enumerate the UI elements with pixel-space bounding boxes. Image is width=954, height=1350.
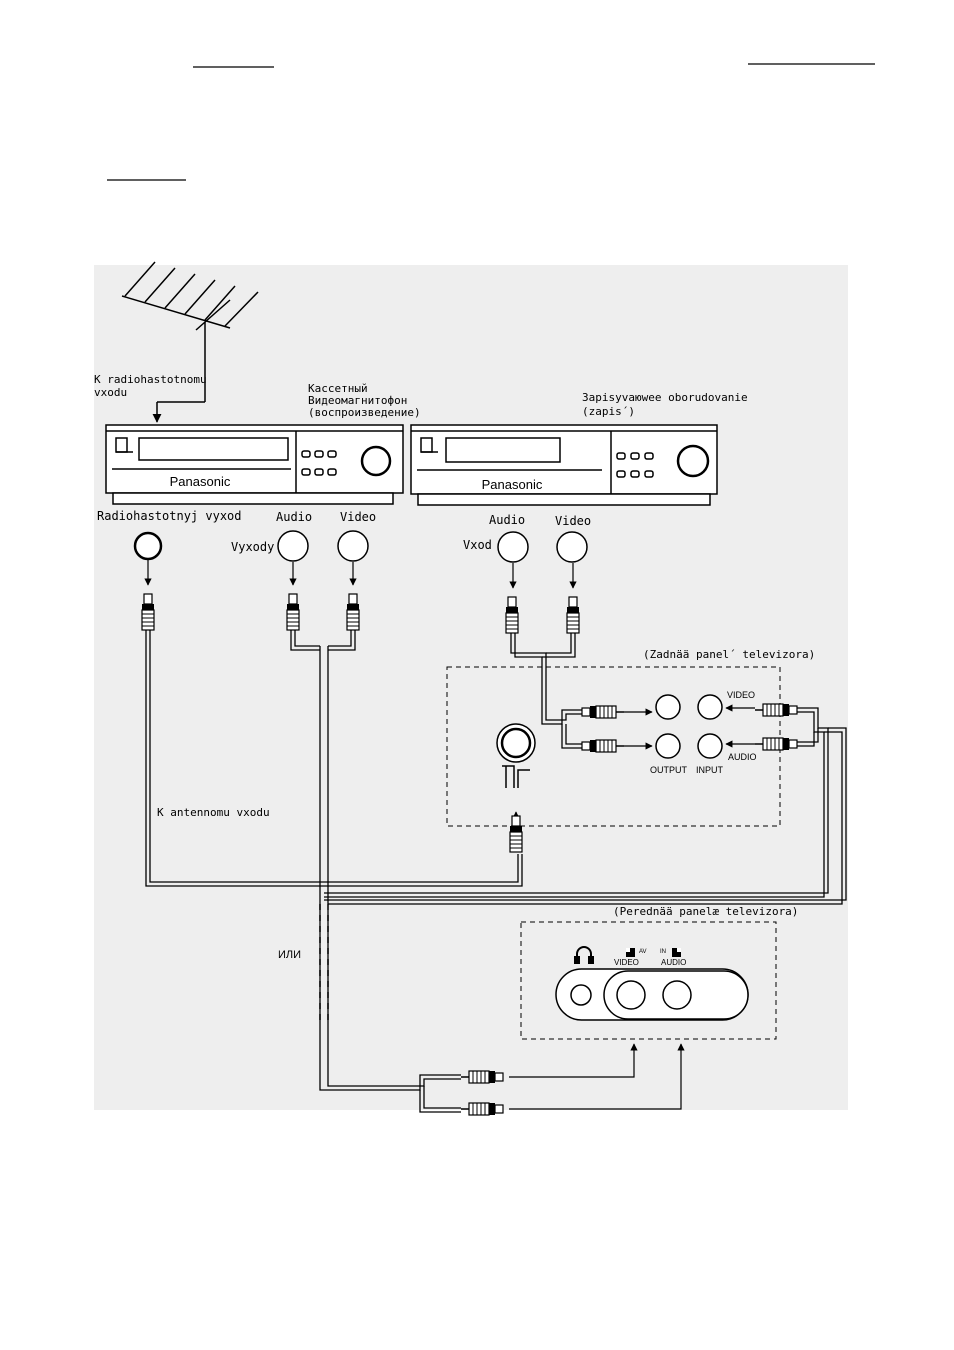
- recording-equipment-title-line1: Зapisyvaюwee oborudovanie: [582, 391, 748, 404]
- rf-output-label: Radiohastotnyj vyxod: [97, 509, 242, 523]
- rear-audio-label: AUDIO: [728, 752, 757, 762]
- playback-audio-out-jack: [277, 530, 309, 562]
- front-audio-jack: [662, 980, 692, 1010]
- tv-rear-arrows: [624, 704, 755, 750]
- recording-audio-in-jack: [497, 531, 529, 563]
- headphone-icon: [574, 946, 594, 964]
- rear-audio-input-jack: [697, 733, 723, 759]
- jack-arrows: [144, 560, 577, 589]
- input-label: Vxod: [463, 538, 492, 552]
- playback-vcr-title-line2: Видеомагнитофон: [308, 394, 407, 407]
- tv-front-panel: [520, 921, 777, 1040]
- front-headphone-jack: [570, 984, 592, 1006]
- front-video-jack: [616, 980, 646, 1010]
- front-panel-arrows: [509, 1043, 685, 1110]
- front-jack-panel: [555, 968, 749, 1021]
- playback-vcr-brand: Panasonic: [170, 474, 231, 489]
- front-audio-label: AUDIO: [661, 958, 686, 967]
- rear-video-label: VIDEO: [727, 690, 755, 700]
- or-label: ИЛИ: [278, 949, 301, 961]
- in-marker-icon: [672, 948, 681, 957]
- header-rules: [107, 63, 875, 181]
- antenna-input-label: K antennomu vxodu: [157, 806, 270, 819]
- rf-output-jack: [133, 531, 163, 561]
- av-label: AV: [639, 949, 647, 955]
- rf-input-label-line1: K radiohastotnomu: [94, 373, 207, 386]
- recording-audio-label: Audio: [489, 513, 525, 527]
- recording-equipment-title-line2: (zapis´): [582, 405, 635, 418]
- recording-vcr-brand: Panasonic: [482, 477, 543, 492]
- outputs-label: Vyxody: [231, 540, 274, 554]
- rear-video-output-jack: [655, 694, 681, 720]
- playback-audio-label: Audio: [276, 510, 312, 524]
- in-label: IN: [660, 949, 666, 955]
- playback-vcr: [105, 424, 404, 505]
- tv-antenna-plug: [509, 811, 523, 853]
- playback-video-label: Video: [340, 510, 376, 524]
- playback-vcr-title-line3: (воспроизведение): [308, 406, 421, 419]
- or-dashed-cable: [319, 904, 329, 1020]
- jack-circles: [133, 530, 588, 563]
- rear-input-label: INPUT: [696, 765, 724, 775]
- tv-antenna-socket: [496, 723, 536, 788]
- recording-video-in-jack: [556, 531, 588, 563]
- rear-output-label: OUTPUT: [650, 765, 688, 775]
- tv-rear-panel: [446, 666, 781, 827]
- antenna-icon: [121, 261, 259, 423]
- rf-input-label-line2: vxodu: [94, 386, 127, 399]
- tv-rear-panel-title: (Zadnää panel´ televizora): [643, 648, 815, 661]
- tv-rear-jacks: [655, 694, 723, 759]
- av-marker-icon: [626, 948, 635, 957]
- rear-video-input-jack: [697, 694, 723, 720]
- playback-video-out-jack: [337, 530, 369, 562]
- playback-vcr-title-line1: Кассетный: [308, 382, 368, 395]
- front-video-label: VIDEO: [614, 958, 639, 967]
- rear-audio-output-jack: [655, 733, 681, 759]
- recording-video-label: Video: [555, 514, 591, 528]
- recording-vcr: [410, 424, 718, 506]
- tv-front-panel-title: (Perednää panelæ televizora): [613, 905, 798, 918]
